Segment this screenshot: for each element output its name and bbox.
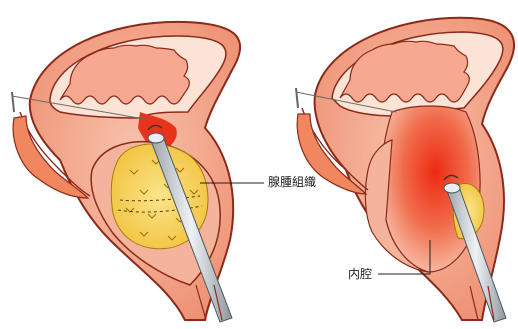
cavity-label: 内腔 xyxy=(348,268,372,280)
adenoma-tissue-label: 腺腫組織 xyxy=(268,176,316,188)
right-wire xyxy=(296,88,298,108)
left-illustration xyxy=(12,22,264,322)
right-illustration xyxy=(296,18,514,322)
left-wire xyxy=(12,92,14,112)
